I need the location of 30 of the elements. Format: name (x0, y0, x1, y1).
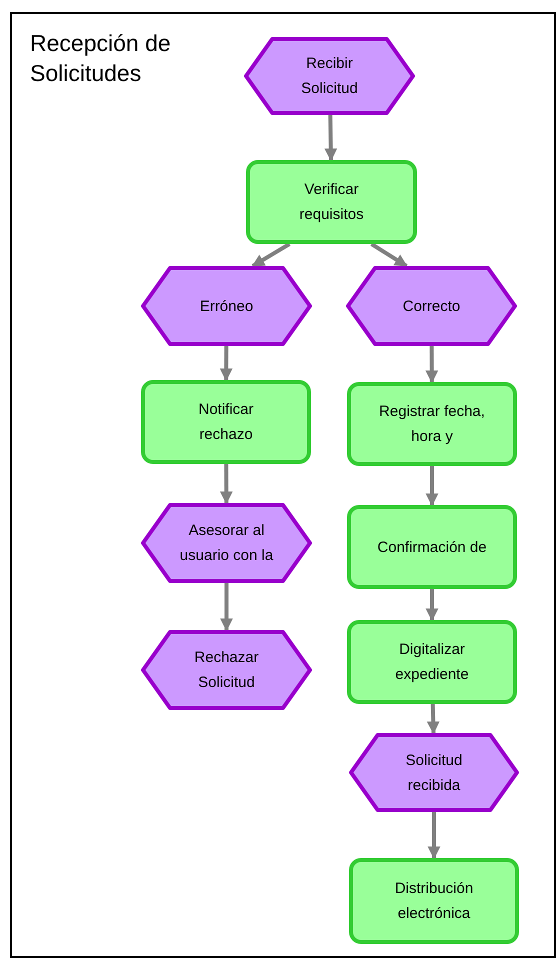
node-label: Erróneo (200, 296, 254, 316)
node-label: Digitalizar expediente (394, 640, 470, 685)
process-box (347, 505, 517, 589)
arrow (220, 346, 233, 382)
node-label: Notificar rechazo (197, 400, 254, 445)
node-label: Correcto (402, 296, 460, 316)
arrow (252, 242, 291, 268)
process-box (349, 858, 519, 944)
diagram-title: Recepción de Solicitudes (30, 29, 172, 88)
node-label: Confirmación de (377, 538, 487, 558)
node-label: Recibir Solicitud (300, 54, 359, 99)
arrow (370, 242, 408, 268)
process-box (347, 620, 517, 704)
arrow (426, 704, 440, 734)
node-label: Solicitud recibida (404, 750, 464, 796)
arrow (426, 466, 438, 506)
node-label: Verificar requisitos (298, 180, 365, 225)
node-label: Distribución electrónica (394, 879, 474, 924)
node-label: Registrar fecha, hora y (378, 402, 486, 447)
process-box (141, 380, 311, 464)
arrow (426, 589, 438, 622)
node-label: Asesorar al usuario con la (178, 521, 274, 566)
node-label: Rechazar Solicitud (193, 648, 260, 693)
arrow (425, 346, 438, 384)
arrow (428, 812, 440, 860)
arrow (324, 114, 338, 162)
arrow (220, 583, 233, 632)
process-box (246, 160, 417, 244)
arrow (220, 464, 233, 504)
process-box (347, 382, 517, 466)
